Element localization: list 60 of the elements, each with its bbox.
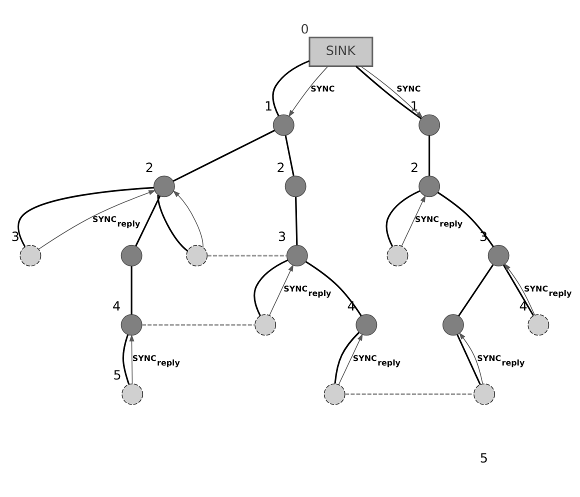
connector bbox=[295, 196, 298, 246]
arrow bbox=[401, 194, 426, 246]
node-label: 0 bbox=[300, 22, 309, 38]
connector bbox=[386, 190, 420, 247]
node-circle bbox=[284, 176, 306, 198]
node-circle bbox=[120, 314, 142, 336]
node-box: SINK bbox=[308, 36, 374, 67]
connector bbox=[305, 260, 362, 316]
node-label: 3 bbox=[11, 230, 20, 246]
connector bbox=[284, 135, 294, 176]
node-circle bbox=[122, 383, 144, 405]
connector bbox=[122, 334, 130, 385]
connector bbox=[334, 332, 360, 384]
edge-label: SYNC bbox=[396, 84, 421, 94]
node-circle bbox=[286, 244, 308, 266]
node-label: 5 bbox=[113, 368, 122, 384]
node-label: 4 bbox=[112, 299, 121, 314]
node-circle bbox=[474, 383, 496, 405]
node-circle bbox=[418, 114, 440, 136]
node-label: 1 bbox=[264, 100, 273, 115]
edge-label: SYNC bbox=[310, 84, 335, 94]
node-circle bbox=[386, 244, 408, 266]
node-circle bbox=[120, 244, 142, 266]
node-label: 1 bbox=[410, 100, 418, 115]
arrow bbox=[172, 190, 204, 248]
arrow bbox=[288, 66, 328, 118]
node-circle bbox=[254, 314, 276, 336]
arrow bbox=[269, 264, 294, 316]
connector bbox=[172, 130, 276, 182]
connector bbox=[345, 393, 474, 395]
arrow bbox=[129, 334, 134, 384]
connector bbox=[157, 194, 188, 252]
node-label: 2 bbox=[145, 160, 154, 176]
connector bbox=[272, 60, 310, 116]
node-circle bbox=[324, 383, 346, 405]
connector bbox=[254, 260, 288, 316]
connector bbox=[18, 186, 154, 248]
connector bbox=[428, 135, 430, 176]
connector bbox=[437, 192, 494, 248]
node-circle bbox=[153, 176, 175, 198]
connector bbox=[142, 324, 255, 326]
node-circle bbox=[418, 176, 440, 198]
label: 5 bbox=[480, 452, 488, 467]
connector bbox=[130, 266, 132, 314]
node-circle bbox=[356, 314, 378, 336]
node-circle bbox=[20, 244, 42, 266]
node-label: 4 bbox=[519, 299, 528, 314]
node-circle bbox=[272, 114, 294, 136]
connector bbox=[207, 254, 287, 256]
connector bbox=[135, 196, 161, 246]
arrow bbox=[338, 333, 363, 385]
arrow bbox=[38, 190, 156, 250]
node-circle bbox=[528, 314, 550, 336]
node-label: 3 bbox=[278, 230, 286, 246]
node-circle bbox=[442, 314, 464, 336]
node-label: 2 bbox=[410, 160, 419, 176]
node-label: 2 bbox=[276, 160, 285, 176]
node-circle bbox=[488, 244, 510, 266]
connector bbox=[458, 264, 494, 316]
node-circle bbox=[186, 244, 208, 266]
